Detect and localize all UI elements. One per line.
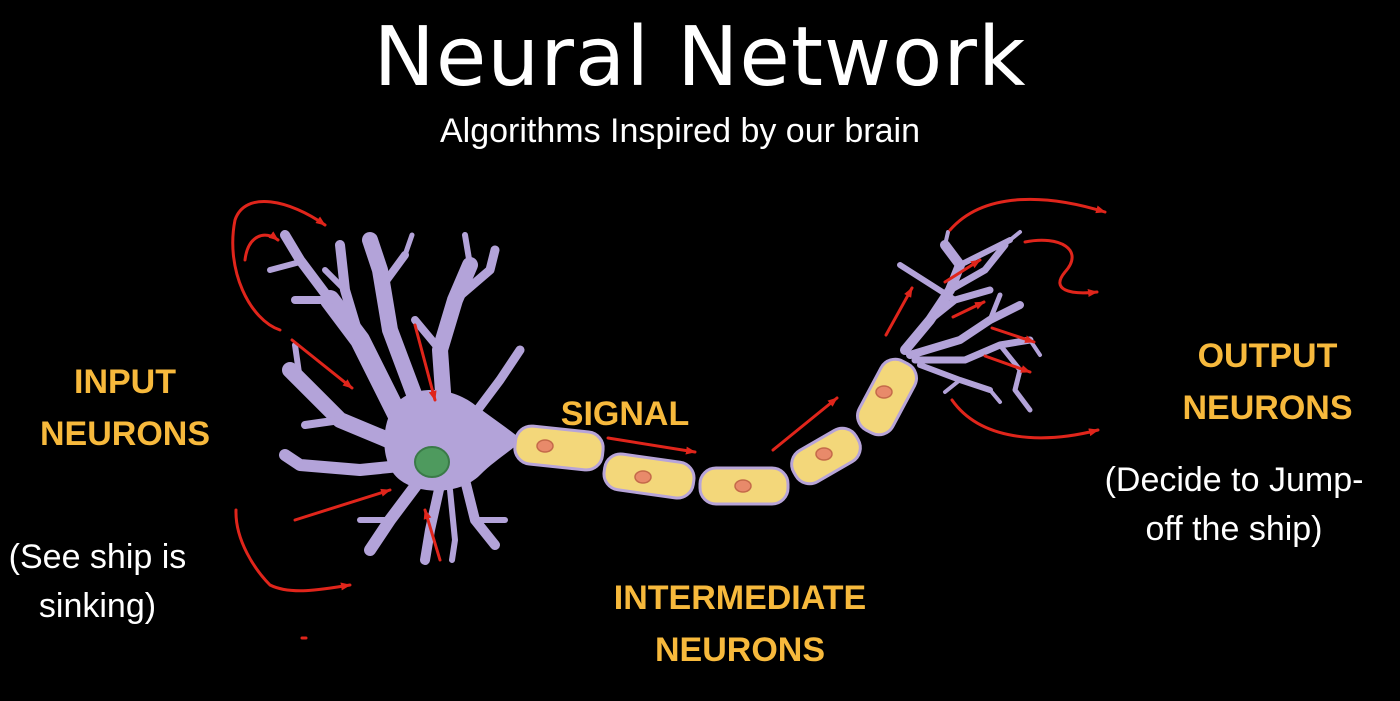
output-note-line-2: off the ship) xyxy=(1145,510,1323,548)
output-label-line-2: NEURONS xyxy=(1182,389,1353,427)
page-title: Neural Network xyxy=(373,10,1027,105)
input-label-line-1: INPUT xyxy=(74,363,176,401)
neuron-cell-body xyxy=(267,230,525,565)
signal-arrows xyxy=(231,197,1107,640)
input-neurons-label: INPUT NEURONS xyxy=(20,356,230,460)
page-subtitle: Algorithms Inspired by our brain xyxy=(439,112,920,150)
output-neurons-label: OUTPUT NEURONS xyxy=(1160,330,1375,434)
signal-label: SIGNAL xyxy=(560,395,690,433)
input-note-line-2: sinking) xyxy=(38,587,157,625)
soma-nucleus xyxy=(414,446,450,478)
axon-terminal xyxy=(897,230,1042,413)
axon xyxy=(513,357,918,506)
intermediate-label-line-1: INTERMEDIATE xyxy=(613,579,867,617)
input-label-line-2: NEURONS xyxy=(39,415,211,453)
output-label-line-1: OUTPUT xyxy=(1197,337,1338,375)
soma xyxy=(384,390,522,491)
input-note: (See ship is sinking) xyxy=(0,533,195,631)
dendrites xyxy=(267,230,525,565)
output-note: (Decide to Jump- off the ship) xyxy=(1098,456,1370,554)
intermediate-label-line-2: NEURONS xyxy=(654,631,826,669)
input-note-line-1: (See ship is xyxy=(8,538,187,576)
intermediate-neurons-label: INTERMEDIATE NEURONS xyxy=(570,572,910,676)
output-note-line-1: (Decide to Jump- xyxy=(1104,461,1364,499)
